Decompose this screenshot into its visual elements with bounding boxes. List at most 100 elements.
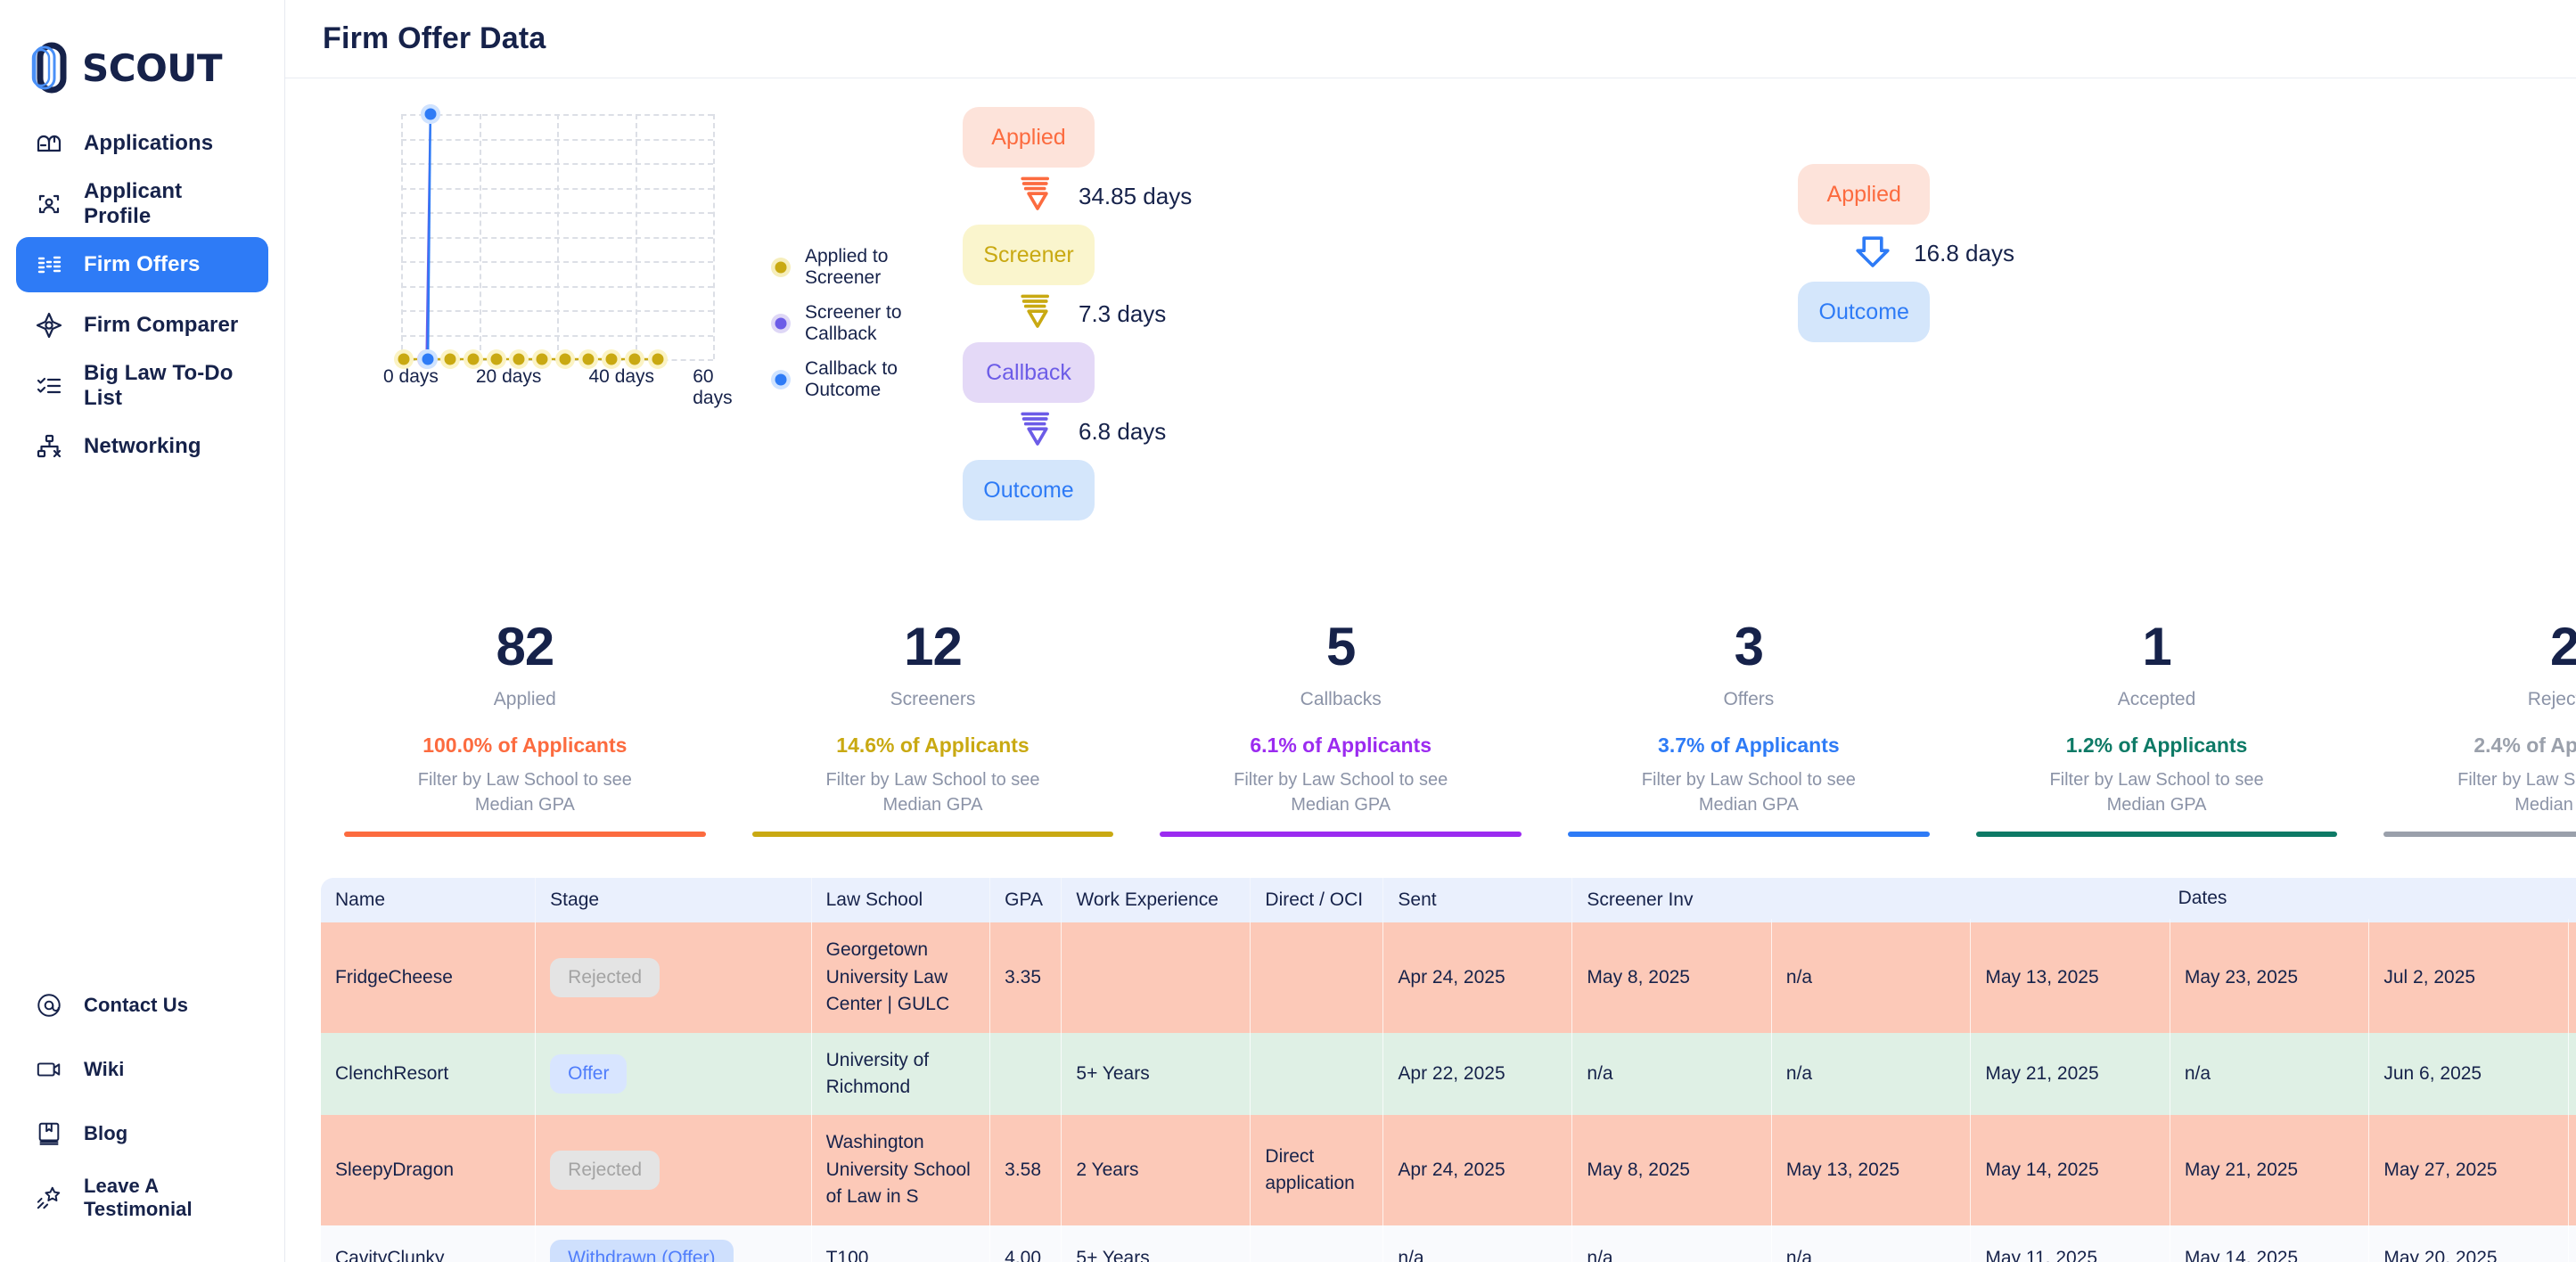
x-tick-label: 0 days	[383, 366, 439, 387]
sidebar-nav: Applications Applicant Profile Firm	[0, 116, 284, 474]
chart-data-point[interactable]	[555, 349, 576, 369]
cell-screener: n/a	[1771, 922, 1972, 1033]
legend-item: Callback to Outcome	[771, 358, 963, 401]
chart-lines	[403, 113, 658, 361]
chart-data-point[interactable]	[420, 104, 440, 124]
chart-data-point[interactable]	[463, 349, 483, 369]
funnel-gap: 34.85 days	[963, 168, 1192, 225]
chart-data-point[interactable]	[532, 349, 553, 369]
cell-callback-inv: May 14, 2025	[1970, 1115, 2170, 1225]
chart-data-point-core	[605, 353, 618, 365]
funnel-gap-label: 6.8 days	[1079, 417, 1167, 445]
sidebar-item-firm-offers[interactable]: Firm Offers	[16, 237, 268, 292]
funnel-stage-applied: Applied	[963, 107, 1095, 168]
funnel-gap: 7.3 days	[963, 285, 1192, 342]
cell-callback: May 23, 2025	[2170, 922, 2370, 1033]
sidebar-item-contact-us[interactable]: Contact Us	[16, 982, 268, 1028]
sidebar-item-label: Big Law To-Do List	[84, 361, 234, 410]
cell-stage: Withdrawn (Offer)	[535, 1225, 812, 1262]
chart-data-point[interactable]	[647, 349, 668, 369]
chart-data-point[interactable]	[578, 349, 598, 369]
chart-x-axis: 0 days 20 days 40 days 60 days	[383, 366, 758, 409]
funnel-gap: 6.8 days	[963, 403, 1192, 460]
arrow-down-icon	[1013, 406, 1062, 456]
top-bar: Firm Offer Data 🐍	[285, 0, 2576, 78]
stat-percent: 1.2% of Applicants	[2065, 733, 2248, 757]
funnel-gap: 16.8 days	[1798, 225, 2014, 282]
stat-card-screeners[interactable]: 12 Screeners 14.6% of Applicants Filter …	[729, 619, 1137, 838]
cell-direct-oci: Direct application	[1250, 1115, 1384, 1225]
sidebar-item-wiki[interactable]: Wiki	[16, 1046, 268, 1093]
cell-name: ClenchResort	[321, 1032, 537, 1116]
brand-logo[interactable]: SCOUT	[0, 0, 284, 96]
offers-table: Name Stage Law School GPA Work Experienc…	[321, 878, 2576, 1262]
status-badge[interactable]: Rejected	[550, 957, 660, 997]
cell-work-experience: 5+ Years	[1061, 1225, 1251, 1262]
legend-label: Callback to Outcome	[805, 358, 898, 400]
funnel-gap-label: 34.85 days	[1079, 182, 1193, 209]
chart-data-point[interactable]	[439, 349, 460, 369]
col-header-direct-oci[interactable]: Direct / OCI	[1250, 878, 1384, 923]
chart-data-point-core	[582, 353, 595, 365]
sidebar-item-applications[interactable]: Applications	[16, 116, 268, 171]
sidebar-item-applicant-profile[interactable]: Applicant Profile	[16, 176, 268, 232]
stat-percent: 2.4% of Applicants	[2473, 733, 2576, 757]
col-header-work-experience[interactable]: Work Experience	[1061, 878, 1251, 923]
stat-card-rejected[interactable]: 2 Rejected 2.4% of Applicants Filter by …	[2360, 619, 2576, 838]
grid-line	[401, 163, 713, 165]
stat-label: Rejected	[2527, 689, 2576, 709]
sidebar-item-leave-a-testimonial[interactable]: Leave A Testimonial	[16, 1175, 268, 1221]
chart-data-point-core	[490, 353, 503, 365]
stage-funnel-short: Applied 16.8 days Outcome	[1798, 78, 2014, 342]
chart-data-point-core	[422, 353, 434, 365]
chart-data-point-core	[444, 353, 456, 365]
status-badge[interactable]: Withdrawn (Offer)	[550, 1239, 734, 1262]
cell-screener-inv: May 8, 2025	[1571, 1115, 1772, 1225]
stat-card-offers[interactable]: 3 Offers 3.7% of Applicants Filter by La…	[1545, 619, 1953, 838]
col-header-name[interactable]: Name	[321, 878, 537, 923]
cell-sent: n/a	[1382, 1225, 1573, 1262]
status-badge[interactable]: Offer	[550, 1053, 628, 1094]
chart-data-point[interactable]	[393, 349, 414, 369]
sidebar-item-label: Firm Comparer	[84, 313, 239, 337]
stat-card-callbacks[interactable]: 5 Callbacks 6.1% of Applicants Filter by…	[1136, 619, 1545, 838]
col-header-sent[interactable]: Sent	[1382, 878, 1573, 923]
chart-data-point[interactable]	[509, 349, 529, 369]
stat-card-applied[interactable]: 82 Applied 100.0% of Applicants Filter b…	[321, 619, 729, 838]
grid-line	[401, 236, 713, 239]
stat-underline	[2383, 832, 2576, 838]
cell-law-school: Georgetown University Law Center | GULC	[811, 922, 991, 1033]
sidebar-item-label: Wiki	[84, 1058, 125, 1080]
stat-percent: 100.0% of Applicants	[422, 733, 628, 757]
cell-law-school: University of Richmond	[811, 1032, 991, 1116]
sidebar-item-label: Applications	[84, 131, 214, 155]
sidebar-item-big-law-todo-list[interactable]: Big Law To-Do List	[16, 358, 268, 414]
sidebar-item-firm-comparer[interactable]: Firm Comparer	[16, 298, 268, 353]
col-header-gpa[interactable]: GPA	[989, 878, 1062, 923]
legend-item: Screener to Callback	[771, 302, 963, 345]
stat-card-accepted[interactable]: 1 Accepted 1.2% of Applicants Filter by …	[1953, 619, 2361, 838]
chart-data-point[interactable]	[486, 349, 506, 369]
col-header-stage[interactable]: Stage	[535, 878, 812, 923]
sidebar-item-networking[interactable]: Networking	[16, 419, 268, 474]
col-header-law-school[interactable]: Law School	[811, 878, 991, 923]
stat-label: Callbacks	[1300, 689, 1382, 709]
cell-work-experience	[1061, 922, 1251, 1033]
page-content: 0 days 20 days 40 days 60 days Applied t…	[285, 78, 2576, 1262]
legend-label: Applied to Screener	[805, 246, 889, 288]
cell-screener-inv: n/a	[1571, 1032, 1772, 1116]
chart-plot-area	[393, 104, 715, 369]
sidebar-item-blog[interactable]: Blog	[16, 1110, 268, 1157]
chart-data-point[interactable]	[418, 349, 439, 369]
user-scan-icon	[34, 189, 64, 219]
cell-callback: n/a	[2170, 1032, 2370, 1116]
chart-data-point[interactable]	[624, 349, 644, 369]
sidebar: SCOUT Applications	[0, 0, 285, 1262]
status-badge[interactable]: Rejected	[550, 1151, 660, 1191]
chart-data-point[interactable]	[601, 349, 621, 369]
